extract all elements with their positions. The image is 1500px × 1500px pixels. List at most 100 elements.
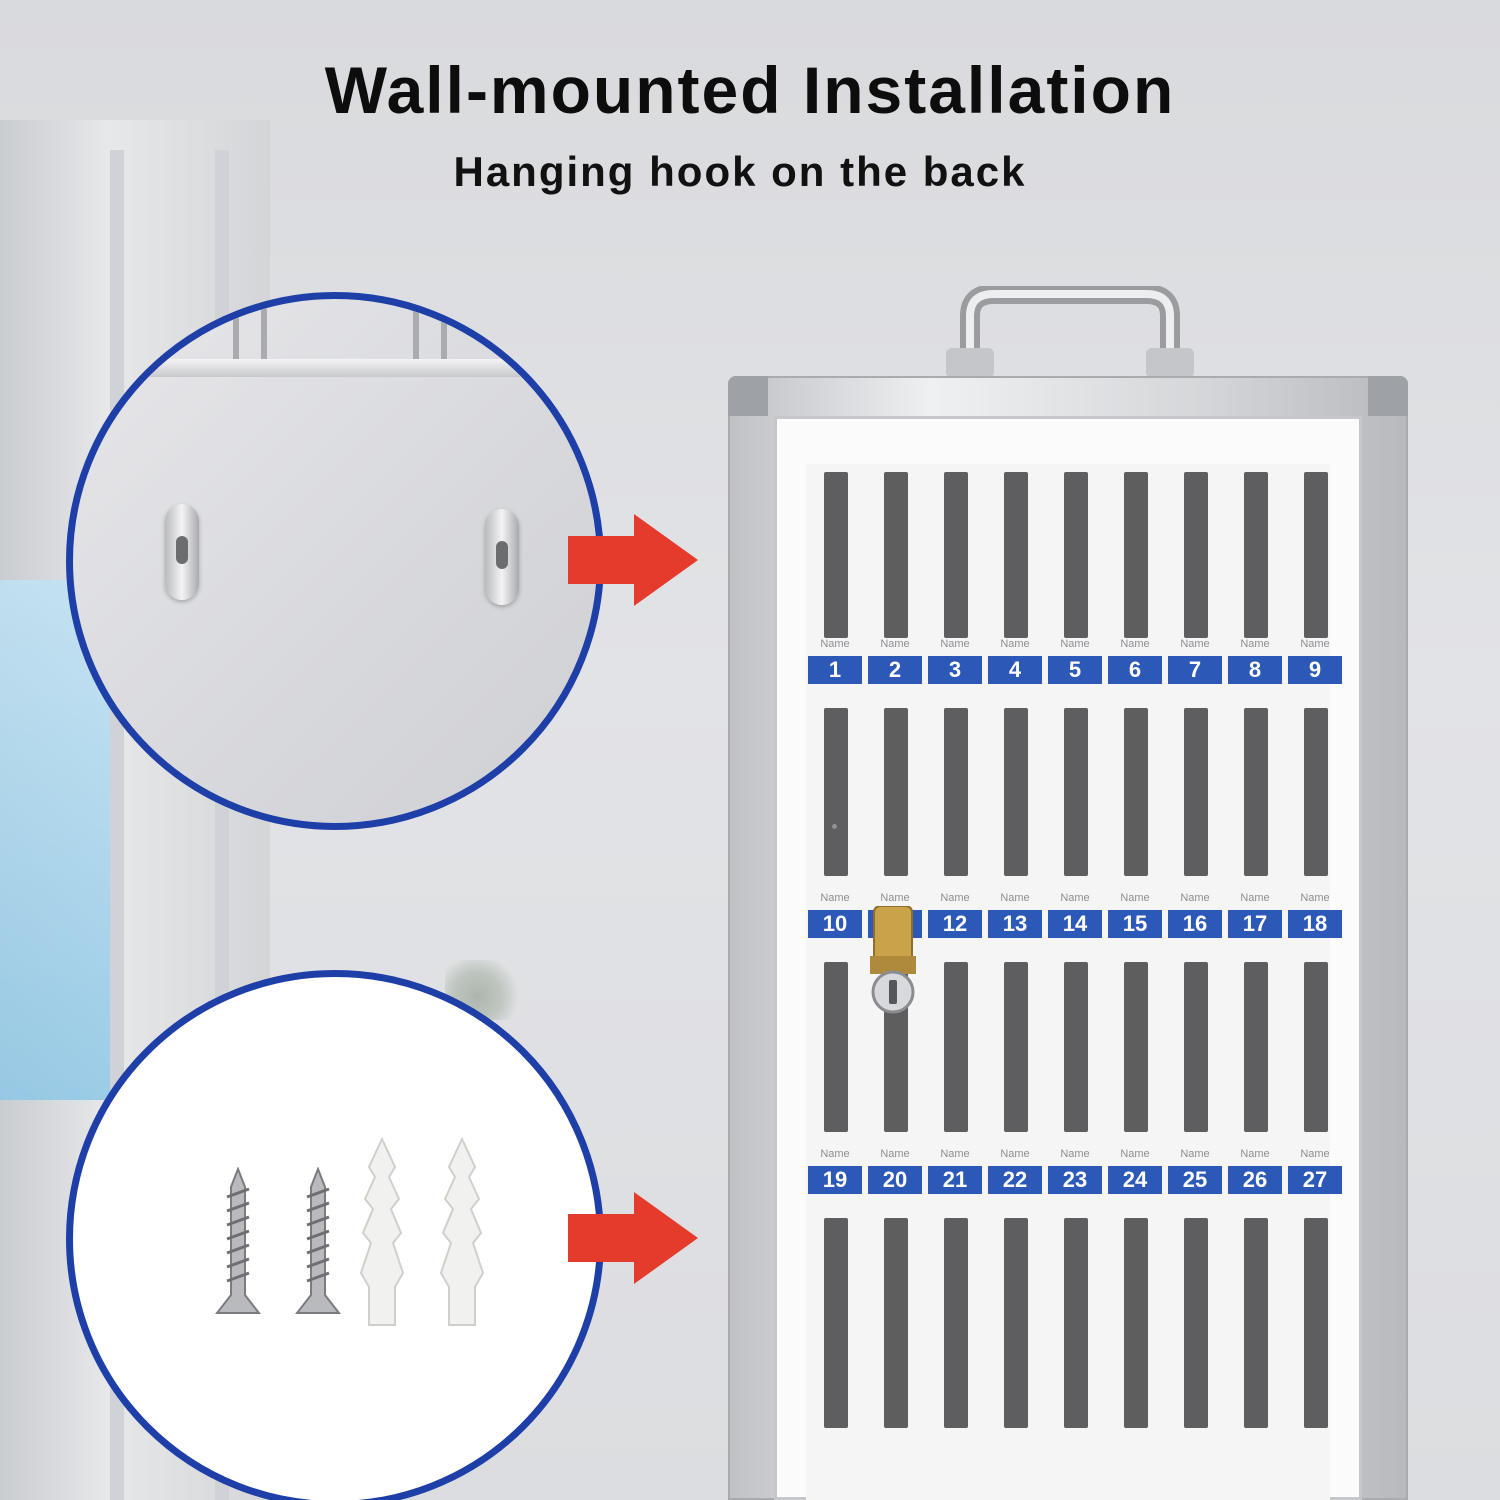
slot-number: 19 xyxy=(808,1166,862,1194)
wall-anchor-icon xyxy=(359,1137,405,1326)
wall-anchor-icon xyxy=(439,1137,485,1326)
name-label: Name xyxy=(1120,892,1150,904)
name-label: Name xyxy=(1180,1148,1210,1160)
slot-number: 24 xyxy=(1108,1166,1162,1194)
key-slot xyxy=(944,962,968,1132)
key-slot xyxy=(1004,472,1028,638)
key-slot xyxy=(1124,1218,1148,1428)
slot-number-tag: Name 7 xyxy=(1168,632,1222,690)
slot-number: 6 xyxy=(1108,656,1162,684)
key-slot xyxy=(1124,708,1148,876)
key-slot xyxy=(1064,472,1088,638)
screw-icon xyxy=(215,1167,261,1314)
key-slot xyxy=(1184,472,1208,638)
hinge-ring xyxy=(413,299,447,359)
slot-number-tag: Name 18 xyxy=(1288,886,1342,944)
slot-number: 23 xyxy=(1048,1166,1102,1194)
slot-number: 20 xyxy=(868,1166,922,1194)
name-label: Name xyxy=(1180,638,1210,650)
slot-number-tag: Name 27 xyxy=(1288,1142,1342,1200)
slot-number-tag: Name 9 xyxy=(1288,632,1342,690)
slot-number: 15 xyxy=(1108,910,1162,938)
slot-number-tag: Name 25 xyxy=(1168,1142,1222,1200)
key-slot xyxy=(1124,472,1148,638)
name-label: Name xyxy=(880,1148,910,1160)
key-slot xyxy=(1184,1218,1208,1428)
key-slot xyxy=(824,708,848,876)
slot-number-tag: Name 24 xyxy=(1108,1142,1162,1200)
key-slot xyxy=(1184,962,1208,1132)
key-slot xyxy=(1064,1218,1088,1428)
slot-number: 26 xyxy=(1228,1166,1282,1194)
slot-number: 14 xyxy=(1048,910,1102,938)
key-slot xyxy=(1244,472,1268,638)
key-slot xyxy=(1304,708,1328,876)
screw-icon xyxy=(295,1167,341,1314)
slot-number: 10 xyxy=(808,910,862,938)
key-slot xyxy=(884,708,908,876)
key-slot xyxy=(1304,472,1328,638)
slot-number: 12 xyxy=(928,910,982,938)
slot-number: 16 xyxy=(1168,910,1222,938)
slot-number: 7 xyxy=(1168,656,1222,684)
slot-number: 27 xyxy=(1288,1166,1342,1194)
slot-number: 4 xyxy=(988,656,1042,684)
slot-number-tag: Name 15 xyxy=(1108,886,1162,944)
slot-number: 25 xyxy=(1168,1166,1222,1194)
hanging-hook-icon xyxy=(165,504,199,600)
slot-number: 3 xyxy=(928,656,982,684)
key-slot xyxy=(1004,1218,1028,1428)
hinge-ring xyxy=(233,299,267,359)
slot-number-tag: Name 5 xyxy=(1048,632,1102,690)
name-label: Name xyxy=(940,638,970,650)
name-label: Name xyxy=(940,1148,970,1160)
key-slot xyxy=(884,472,908,638)
key-slot xyxy=(1184,708,1208,876)
page-subtitle: Hanging hook on the back xyxy=(453,148,1027,195)
lock-icon[interactable] xyxy=(870,906,916,1016)
key-slot xyxy=(1304,1218,1328,1428)
carry-handle xyxy=(946,286,1194,386)
key-slot xyxy=(884,1218,908,1428)
name-label: Name xyxy=(880,892,910,904)
name-label: Name xyxy=(1120,638,1150,650)
corner-cap xyxy=(728,376,768,416)
slot-number-tag: Name 3 xyxy=(928,632,982,690)
slot-number: 18 xyxy=(1288,910,1342,938)
name-label: Name xyxy=(880,638,910,650)
key-slot xyxy=(1244,962,1268,1132)
back-hook-detail xyxy=(66,292,604,830)
name-label: Name xyxy=(1000,1148,1030,1160)
key-slot xyxy=(1244,708,1268,876)
name-label: Name xyxy=(1120,1148,1150,1160)
name-label: Name xyxy=(1300,638,1330,650)
name-label: Name xyxy=(1240,638,1270,650)
slot-number-tag: Name 6 xyxy=(1108,632,1162,690)
name-label: Name xyxy=(1300,1148,1330,1160)
key-slot xyxy=(944,1218,968,1428)
key-slot xyxy=(944,708,968,876)
name-label: Name xyxy=(1300,892,1330,904)
corner-cap xyxy=(1368,376,1408,416)
name-label: Name xyxy=(1180,892,1210,904)
name-label: Name xyxy=(1060,638,1090,650)
slot-number-tag: Name 16 xyxy=(1168,886,1222,944)
door-pin xyxy=(832,824,837,829)
key-slot xyxy=(1004,962,1028,1132)
slot-number: 9 xyxy=(1288,656,1342,684)
arrow-right-icon xyxy=(568,1192,698,1284)
name-label: Name xyxy=(1240,892,1270,904)
page-title: Wall-mounted Installation xyxy=(324,53,1176,127)
slot-number: 5 xyxy=(1048,656,1102,684)
